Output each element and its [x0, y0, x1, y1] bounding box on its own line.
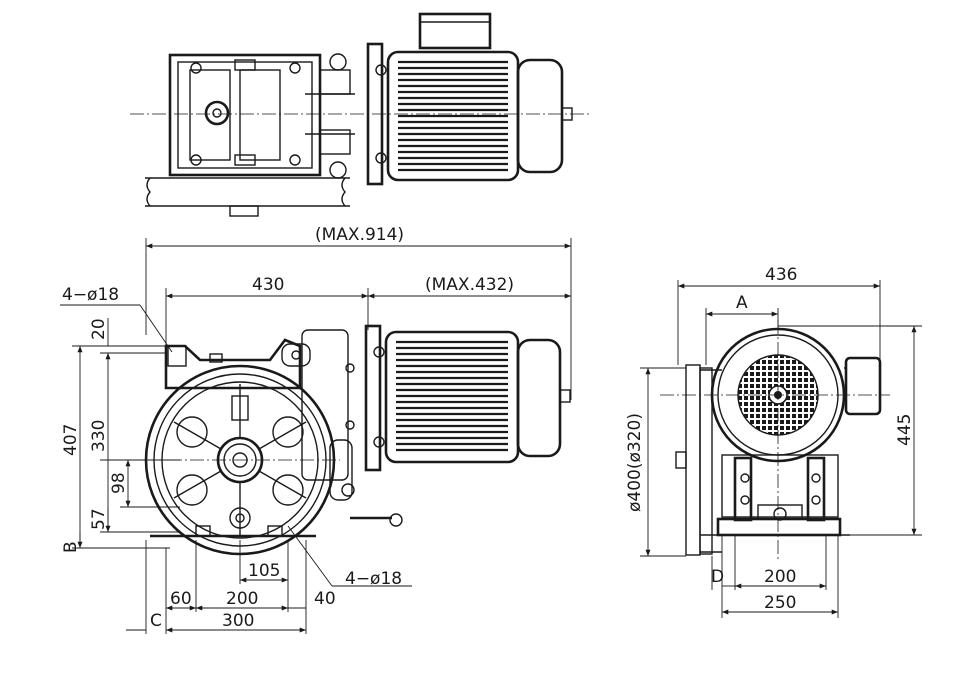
label-B: B — [61, 541, 81, 553]
label-A: A — [736, 293, 748, 313]
dimension-labels: (MAX.914) (MAX.432) 430 4−ø18 20 407 330… — [61, 225, 915, 631]
label-98: 98 — [109, 472, 129, 494]
label-200-side: 200 — [764, 567, 796, 587]
label-436: 436 — [765, 265, 797, 285]
side-view — [660, 320, 890, 560]
label-diameter: ø400(ø320) — [625, 413, 645, 512]
label-holes-bottom: 4−ø18 — [345, 569, 402, 589]
label-holes-top: 4−ø18 — [62, 285, 119, 305]
label-200-front: 200 — [226, 589, 258, 609]
label-250: 250 — [764, 593, 796, 613]
label-D: D — [711, 567, 724, 587]
label-407: 407 — [61, 424, 81, 456]
label-C: C — [150, 611, 162, 631]
label-445: 445 — [895, 414, 915, 446]
label-57: 57 — [89, 508, 109, 530]
label-60: 60 — [170, 589, 192, 609]
front-view — [144, 324, 571, 556]
label-20: 20 — [89, 318, 109, 340]
label-330: 330 — [89, 420, 109, 452]
label-105: 105 — [248, 561, 280, 581]
top-view — [130, 12, 590, 217]
label-300: 300 — [222, 611, 254, 631]
label-40: 40 — [314, 589, 336, 609]
label-max-432: (MAX.432) — [425, 275, 514, 295]
label-430: 430 — [252, 275, 284, 295]
dimension-lines — [60, 238, 922, 634]
label-max-914: (MAX.914) — [315, 225, 404, 245]
